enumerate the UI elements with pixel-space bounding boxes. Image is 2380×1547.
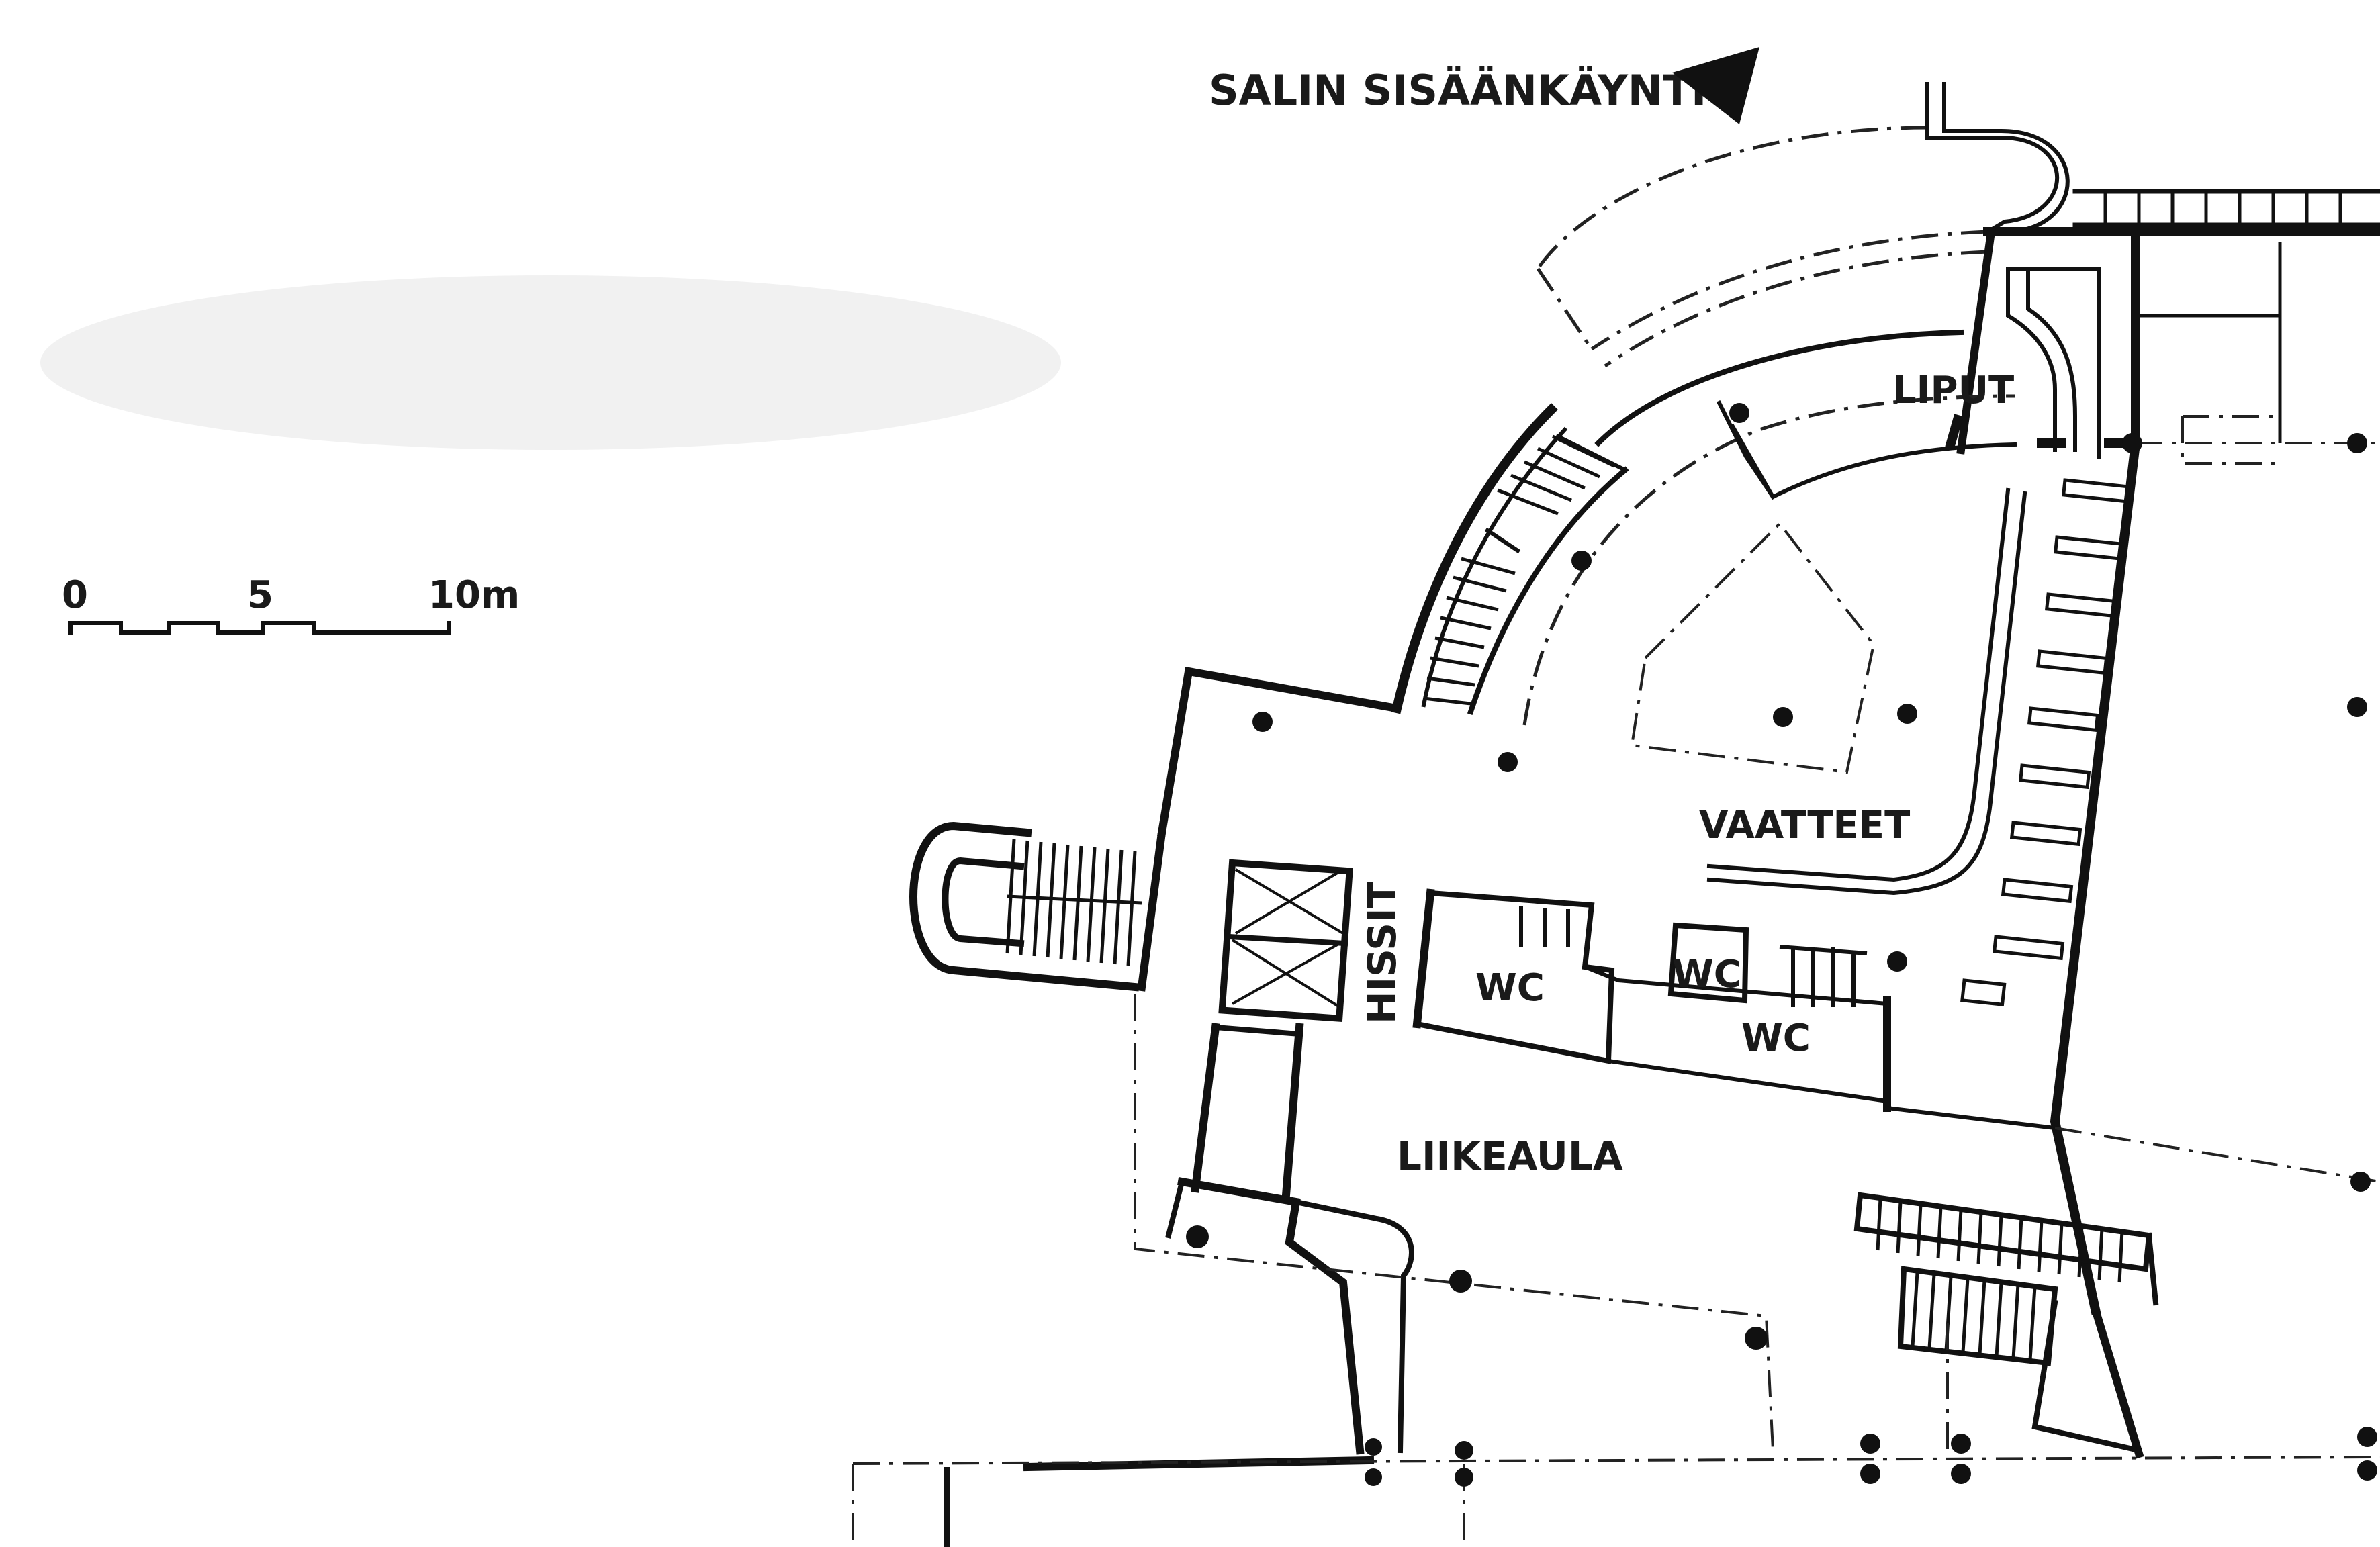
right-rooms <box>2136 242 2380 465</box>
scale-tick-5: 5 <box>247 573 273 617</box>
scale-tick-10m: 10m <box>428 573 520 617</box>
lower-right-stairs <box>1853 1192 2159 1366</box>
cloakroom-label: VAATTEET <box>1699 804 1910 847</box>
wc-label-3: WC <box>1741 1017 1811 1060</box>
scale-bar: 0 5 10m <box>62 573 520 635</box>
tickets-label: LIPUT <box>1892 369 2014 412</box>
entrance-arrow-icon <box>1672 47 1759 124</box>
entrance-label: SALIN SISÄÄNKÄYNTI <box>1209 66 1706 115</box>
cloakroom-racks <box>1960 478 2134 1006</box>
top-railing <box>1983 189 2380 236</box>
wc-label-1: WC <box>1475 966 1545 1010</box>
wc-label-2: WC <box>1672 953 1741 996</box>
curved-stair <box>1421 426 1629 716</box>
shopping-hall-label: LIIKEAULA <box>1397 1133 1623 1179</box>
elevators <box>1212 859 1353 1037</box>
outer-walls <box>944 227 2144 1547</box>
wc-block <box>1412 888 2058 1131</box>
left-stair-tower <box>909 821 1142 992</box>
ticket-area <box>1594 267 2130 500</box>
cloakroom <box>1630 478 2134 1006</box>
scale-tick-0: 0 <box>62 573 88 617</box>
paper-smudge <box>40 275 1061 450</box>
columns <box>1186 403 2377 1487</box>
elevators-label: HISSIT <box>1359 881 1405 1024</box>
